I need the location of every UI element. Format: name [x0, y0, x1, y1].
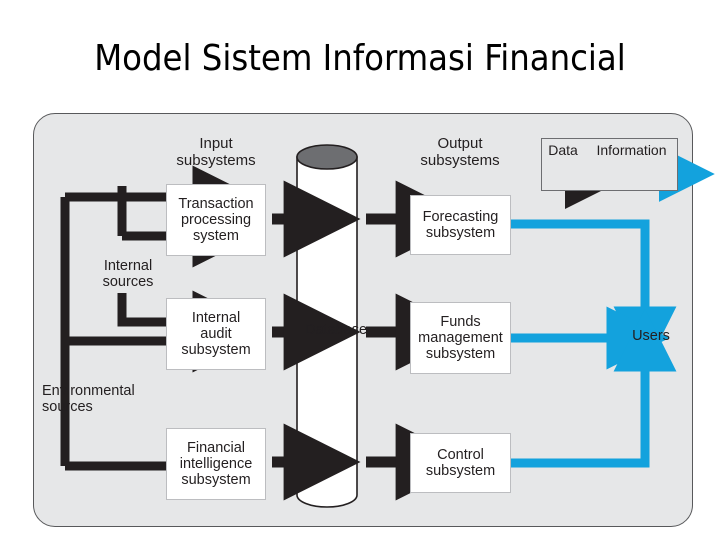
column-header-input: Input subsystems: [156, 135, 276, 169]
node-internal-audit-subsystem-line2: audit: [200, 325, 232, 342]
label-environmental-sources: Environmental sources: [42, 383, 172, 415]
node-funds-management-subsystem[interactable]: Funds management subsystem: [410, 302, 511, 374]
node-internal-audit-subsystem-line1: Internal: [191, 309, 241, 326]
node-internal-audit-subsystem-line3: subsystem: [181, 342, 251, 359]
node-financial-intelligence-subsystem[interactable]: Financial intelligence subsystem: [166, 428, 266, 500]
node-control-subsystem-line1: Control: [437, 446, 484, 463]
node-financial-intelligence-subsystem-line3: subsystem: [181, 472, 251, 489]
node-transaction-processing-system-line1: Transaction: [178, 195, 254, 212]
legend-labels: Data Information: [541, 140, 678, 160]
node-financial-intelligence-subsystem-line1: Financial: [186, 439, 246, 456]
column-header-output-line2: subsystems: [420, 151, 500, 169]
label-internal-sources-line2: sources: [102, 274, 154, 291]
node-control-subsystem[interactable]: Control subsystem: [410, 433, 511, 493]
users-label: Users: [632, 328, 670, 344]
node-transaction-processing-system[interactable]: Transaction processing system: [166, 184, 266, 256]
legend-information-label: Information: [596, 142, 667, 158]
node-funds-management-subsystem-line3: subsystem: [425, 346, 496, 363]
label-internal-sources: Internal sources: [78, 258, 178, 290]
label-environmental-sources-line1: Environmental: [42, 383, 135, 399]
node-forecasting-subsystem[interactable]: Forecasting subsystem: [410, 195, 511, 255]
node-financial-intelligence-subsystem-line2: intelligence: [179, 455, 253, 472]
node-internal-audit-subsystem[interactable]: Internal audit subsystem: [166, 298, 266, 370]
column-header-input-line2: subsystems: [176, 151, 256, 169]
node-funds-management-subsystem-line2: management: [418, 329, 503, 346]
database-label: Database: [304, 322, 368, 338]
node-transaction-processing-system-line3: system: [193, 228, 239, 245]
column-header-output-line1: Output: [437, 135, 483, 152]
page-title: Model Sistem Informasi Financial: [94, 38, 626, 79]
node-control-subsystem-line2: subsystem: [425, 463, 496, 479]
node-funds-management-subsystem-line1: Funds: [440, 313, 481, 330]
legend-box: [541, 138, 678, 191]
label-environmental-sources-line2: sources: [42, 399, 93, 416]
column-header-input-line1: Input: [199, 135, 233, 152]
legend-data-label: Data: [548, 142, 578, 158]
node-transaction-processing-system-line2: processing: [180, 211, 252, 228]
column-header-output: Output subsystems: [400, 135, 520, 169]
node-forecasting-subsystem-line1: Forecasting: [422, 208, 499, 225]
label-internal-sources-line1: Internal: [103, 258, 153, 274]
node-forecasting-subsystem-line2: subsystem: [425, 225, 496, 241]
